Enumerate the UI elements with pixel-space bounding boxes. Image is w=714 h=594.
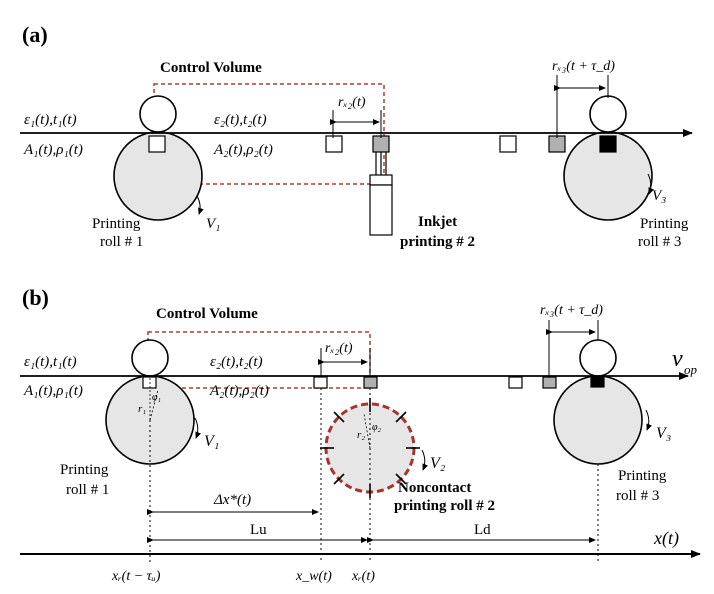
print-mark: [142, 376, 157, 389]
v3-label: V₃: [656, 425, 671, 442]
v1-label: V₁: [206, 216, 220, 232]
rx2-label: rₓ₂(t): [325, 341, 353, 356]
panel-a-tag: (a): [22, 22, 48, 47]
inkjet-label-line2: printing # 2: [400, 234, 475, 250]
rotation-arrow-1: [196, 195, 204, 215]
vop-subscript: op: [684, 362, 698, 377]
rx2-label: rₓ₂(t): [338, 95, 366, 110]
rx3-label: rₓ₃(t + τ_d): [552, 59, 615, 74]
x-tick-3: xᵣ(t): [351, 569, 375, 584]
inkjet-head: [369, 152, 393, 236]
print-mark: [325, 135, 343, 153]
roll3-label-line2: roll # 3: [638, 234, 681, 250]
span1-strain-tension: ε₁(t),t₁(t): [24, 354, 77, 370]
span1-area-density: A₁(t),ρ₁(t): [23, 142, 83, 158]
span2-strain-tension: ε₂(t),t₂(t): [214, 112, 267, 128]
rotation-arrow-1: [194, 417, 202, 439]
panel-a: (a) Control Volume rₓ₂(t): [20, 22, 693, 250]
rotation-arrow-2: [421, 449, 429, 471]
control-volume-label: Control Volume: [156, 306, 258, 322]
span2-area-density: A₂(t),ρ₂(t): [209, 383, 269, 399]
roll1-label-line1: Printing: [60, 462, 109, 478]
x-tick-1: xᵣ(t − τᵤ): [111, 569, 161, 584]
panel-b: (b) Control Volume r₁ φ₁ r₂ φ₂: [20, 285, 701, 584]
v2-label: V₂: [430, 455, 446, 472]
noncontact-label-line2: printing roll # 2: [394, 498, 495, 514]
v1-label: V₁: [204, 433, 219, 450]
rotation-arrow-3: [645, 409, 653, 431]
rx3-label: rₓ₃(t + τ_d): [540, 303, 603, 318]
x-tick-2: x_w(t): [295, 569, 332, 584]
roll1-label-line1: Printing: [92, 216, 141, 232]
print-mark-gray: [372, 135, 390, 153]
delta-x-label: Δx*(t): [213, 492, 251, 508]
v3-label: V₃: [652, 188, 666, 204]
control-volume-label: Control Volume: [160, 60, 262, 76]
r2-label: r₂: [357, 429, 365, 441]
noncontact-label-line1: Noncontact: [398, 480, 471, 496]
nip-roll-1: [139, 95, 177, 133]
rotation-arrow-3: [647, 173, 655, 195]
roll3-label-line2: roll # 3: [616, 488, 659, 504]
printing-roll-3: [553, 375, 643, 465]
panel-b-tag: (b): [22, 285, 49, 310]
r1-radius: [149, 389, 159, 421]
print-mark-gray: [542, 376, 557, 389]
vop-label: v: [672, 346, 683, 372]
roll3-label-line1: Printing: [640, 216, 689, 232]
lu-label: Lu: [250, 522, 267, 538]
print-mark-gray: [363, 376, 378, 389]
print-mark: [508, 376, 523, 389]
print-mark: [148, 135, 166, 153]
nip-roll-3: [589, 95, 627, 133]
r2-radius: [363, 413, 371, 449]
print-mark: [313, 376, 328, 389]
print-mark: [499, 135, 517, 153]
span2-strain-tension: ε₂(t),t₂(t): [210, 354, 263, 370]
ld-label: Ld: [474, 522, 491, 538]
roll1-label-line2: roll # 1: [66, 482, 109, 498]
span1-area-density: A₁(t),ρ₁(t): [23, 383, 83, 399]
span2-area-density: A₂(t),ρ₂(t): [213, 142, 273, 158]
print-mark-registered: [599, 135, 617, 153]
roll3-label-line1: Printing: [618, 468, 667, 484]
phi1-label: φ₁: [152, 392, 161, 403]
span1-strain-tension: ε₁(t),t₁(t): [24, 112, 77, 128]
nip-roll-3: [579, 339, 617, 377]
inkjet-label-line1: Inkjet: [418, 214, 457, 230]
print-mark-gray: [548, 135, 566, 153]
r1-label: r₁: [138, 403, 146, 415]
print-mark-registered: [590, 375, 605, 388]
phi2-label: φ₂: [372, 422, 382, 433]
x-axis-label: x(t): [653, 528, 679, 549]
roll1-label-line2: roll # 1: [100, 234, 143, 250]
nip-roll-1: [131, 339, 169, 377]
